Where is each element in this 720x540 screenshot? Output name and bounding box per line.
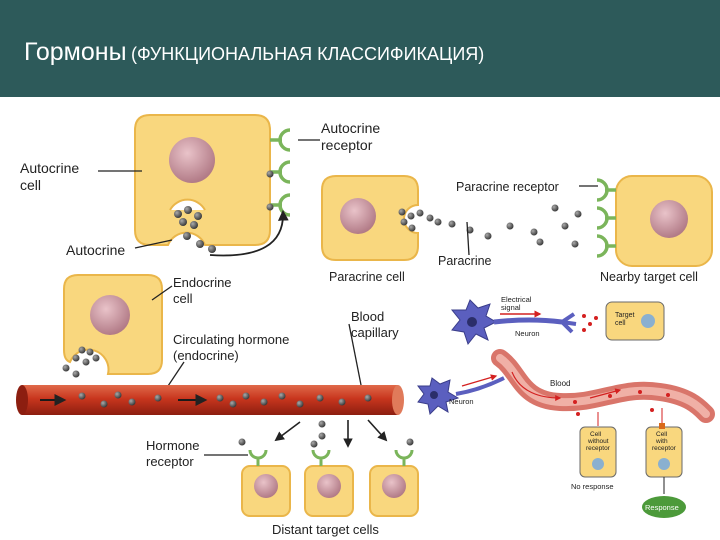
hormone-receptor-label: Hormone [146, 438, 199, 453]
autocrine-cell [134, 114, 271, 253]
nearby-target-cell [615, 175, 713, 267]
autocrine-receptor-label-2: receptor [321, 137, 373, 153]
distant-target-cells [241, 465, 419, 517]
endocrine-cell-label: Endocrine [173, 275, 232, 290]
endocrine-cell-label-2: cell [173, 291, 193, 306]
circulating-hormone-label: Circulating hormone [173, 332, 289, 347]
cell-without-receptor-label-2: without [587, 438, 609, 445]
inset-blood-vessel [491, 349, 715, 423]
target-cell-label: Target [615, 312, 635, 319]
paracrine-nucleus [340, 198, 376, 234]
no-response-label: No response [571, 482, 614, 491]
cell-with-receptor-label-3: receptor [652, 445, 677, 452]
blood-capillary [16, 385, 404, 415]
response-label: Response [645, 503, 679, 512]
paracrine-hormones [398, 204, 582, 248]
neuron-bottom-label: Neuron [449, 397, 474, 406]
hormone-receptors [248, 449, 414, 466]
response-badge [642, 496, 686, 518]
paracrine-label: Paracrine [438, 254, 492, 268]
page-title: Гормоны (ФУНКЦИОНАЛЬНАЯ КЛАССИФИКАЦИЯ) [24, 38, 484, 67]
autocrine-label: Autocrine [66, 242, 125, 258]
paracrine-receptors [596, 178, 616, 258]
neuron-bottom: Neuron [417, 374, 505, 416]
autocrine-receptor-label: Autocrine [321, 120, 380, 136]
circulating-hormone-label-2: (endocrine) [173, 348, 239, 363]
electrical-signal-label: Electrical [501, 295, 532, 304]
blood-capillary-label: Blood [351, 309, 384, 324]
autocrine-hormones [174, 206, 216, 253]
autocrine-nucleus [169, 137, 215, 183]
cell-without-receptor-label-3: receptor [586, 445, 611, 452]
title-subtitle: (ФУНКЦИОНАЛЬНАЯ КЛАССИФИКАЦИЯ) [131, 44, 485, 64]
target-cell-label-2: cell [615, 320, 626, 327]
paracrine-cell [321, 175, 419, 261]
title-main: Гормоны [24, 38, 127, 66]
distant-target-cells-label: Distant target cells [272, 522, 379, 537]
endocrine-nucleus [90, 295, 130, 335]
hormone-receptor-label-2: receptor [146, 454, 194, 469]
neuron-top-label: Neuron [515, 329, 540, 338]
svg-text:Circulating hormone(endocrine): Circulating hormone(endocrine) [173, 332, 289, 363]
nearby-target-nucleus [650, 200, 688, 238]
cell-with-receptor-label-2: with [655, 438, 668, 445]
circulating-hormones [78, 391, 372, 408]
cell-without-receptor-label: Cell [590, 431, 602, 438]
nearby-target-cell-label: Nearby target cell [600, 270, 698, 284]
cell-without-receptor [579, 426, 617, 478]
autocrine-arrow [209, 209, 289, 257]
autocrine-cell-label-2: cell [20, 177, 41, 193]
paracrine-receptor-label: Paracrine receptor [456, 180, 559, 194]
blood-label: Blood [550, 379, 570, 388]
distribution-arrows [274, 419, 388, 448]
blood-capillary-label-2: capillary [351, 325, 399, 340]
endocrine-hormones [62, 346, 100, 378]
paracrine-cell-label: Paracrine cell [329, 270, 405, 284]
title-bar: Гормоны (ФУНКЦИОНАЛЬНАЯ КЛАССИФИКАЦИЯ) [0, 0, 720, 97]
autocrine-cell-label: Autocrine [20, 160, 79, 176]
electrical-signal-label-2: signal [501, 303, 521, 312]
cell-with-receptor-label: Cell [656, 431, 668, 438]
